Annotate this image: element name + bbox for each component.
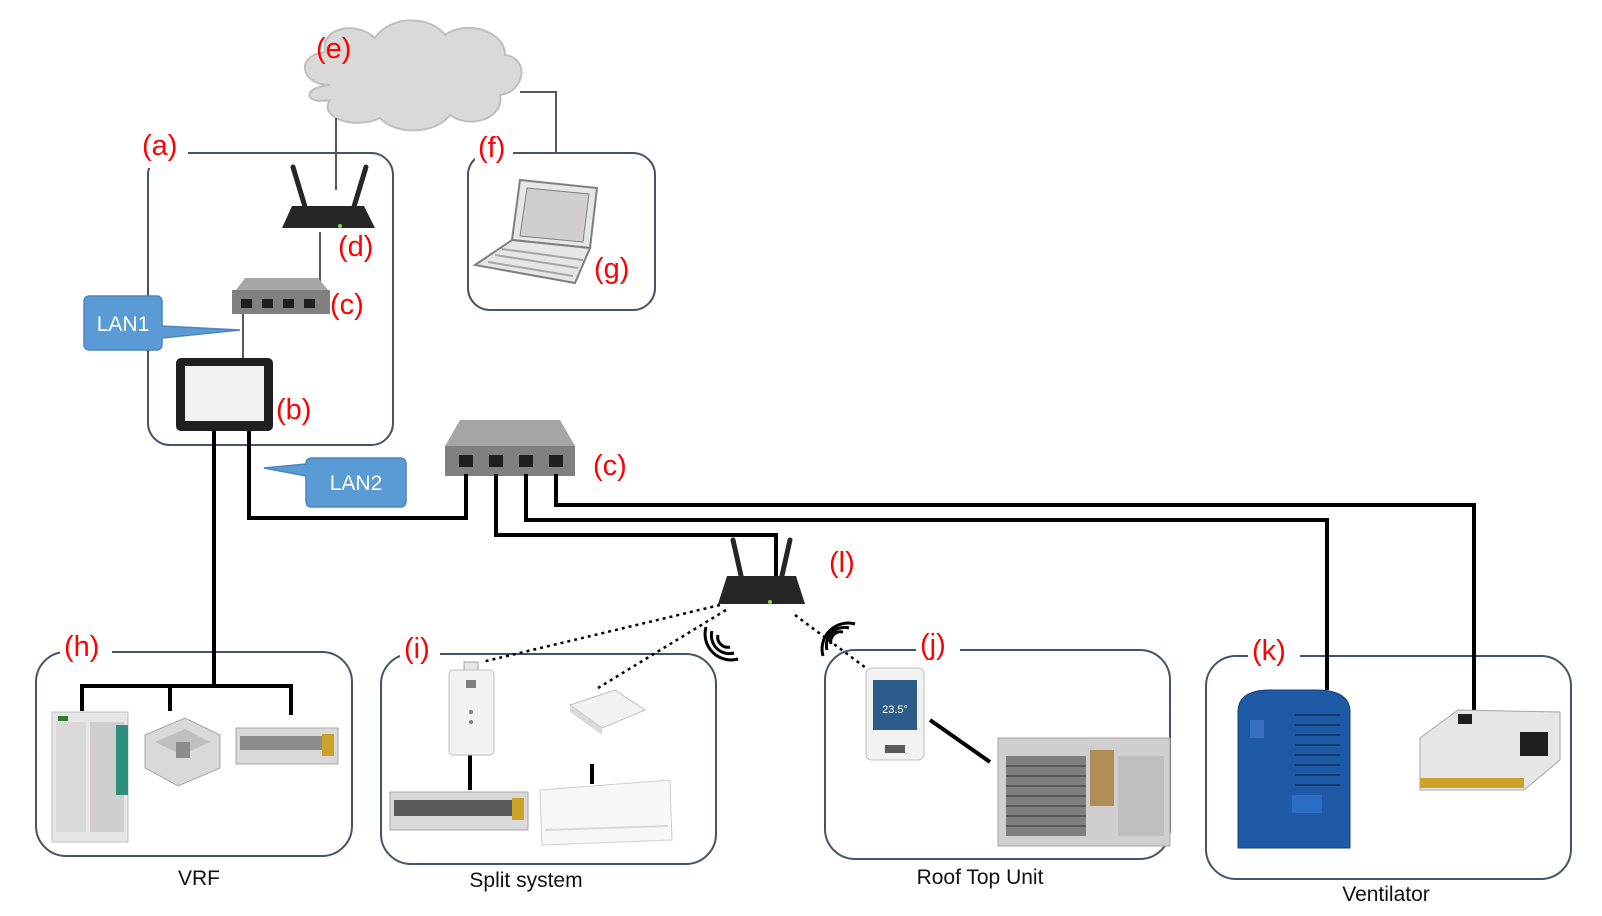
- cassette-indoor-unit-icon: [144, 717, 221, 787]
- label-e: (e): [316, 33, 351, 65]
- switch-icon-large: [445, 420, 575, 476]
- wifi-adapter-icon: [448, 661, 495, 756]
- ventilation-unit-blue-icon: [1237, 689, 1351, 849]
- caption-vrf: VRF: [178, 867, 220, 890]
- thermostat-temperature: 23.5°: [882, 704, 908, 716]
- cloud-to-pc-link: [520, 91, 557, 153]
- wireless-router-icon: [718, 537, 805, 604]
- wireless-links: [481, 603, 867, 690]
- label-g: (g): [594, 253, 629, 285]
- caption-split-system: Split system: [469, 869, 582, 892]
- label-c-small-switch: (c): [330, 289, 364, 321]
- label-i: (i): [404, 633, 430, 665]
- lan2-label: LAN2: [330, 472, 383, 495]
- ducted-split-unit-icon: [389, 791, 529, 831]
- label-j: (j): [920, 629, 946, 661]
- ducted-indoor-unit-icon: [235, 727, 339, 765]
- caption-ventilator: Ventilator: [1342, 883, 1430, 906]
- group-i-box: [380, 653, 717, 865]
- thermostat-icon: 23.5°: [865, 667, 925, 761]
- lan1-label: LAN1: [97, 313, 150, 336]
- label-f: (f): [478, 132, 505, 164]
- laptop-icon: [472, 178, 599, 285]
- lan2-callout: LAN2: [263, 457, 407, 508]
- group-k-box: [1205, 655, 1572, 880]
- wired-connections: [80, 431, 1476, 790]
- caption-roof-top-unit: Roof Top Unit: [917, 866, 1044, 889]
- group-h-box: [35, 651, 353, 857]
- ahu-unit-icon: [1419, 709, 1561, 791]
- router-icon: [282, 164, 375, 228]
- rooftop-unit-icon: [997, 737, 1171, 847]
- label-b: (b): [276, 394, 311, 426]
- lan1-callout: LAN1: [83, 295, 241, 351]
- wifi-signal-icon: [703, 626, 739, 662]
- label-h: (h): [64, 631, 99, 663]
- label-a: (a): [142, 130, 177, 162]
- controller-touchpanel-icon: [176, 358, 273, 431]
- label-k: (k): [1252, 635, 1286, 667]
- switch-icon-small: [232, 278, 330, 314]
- label-c-large-switch: (c): [593, 450, 627, 482]
- wall-split-unit-icon: [539, 779, 673, 846]
- label-l: (l): [829, 547, 855, 579]
- vrf-outdoor-unit-icon: [51, 711, 129, 843]
- cloud-icon: [304, 19, 523, 132]
- group-f-box: [467, 152, 656, 311]
- wifi-signal-icon: [820, 621, 856, 657]
- label-d: (d): [338, 231, 373, 263]
- wireless-module-icon: [568, 689, 647, 735]
